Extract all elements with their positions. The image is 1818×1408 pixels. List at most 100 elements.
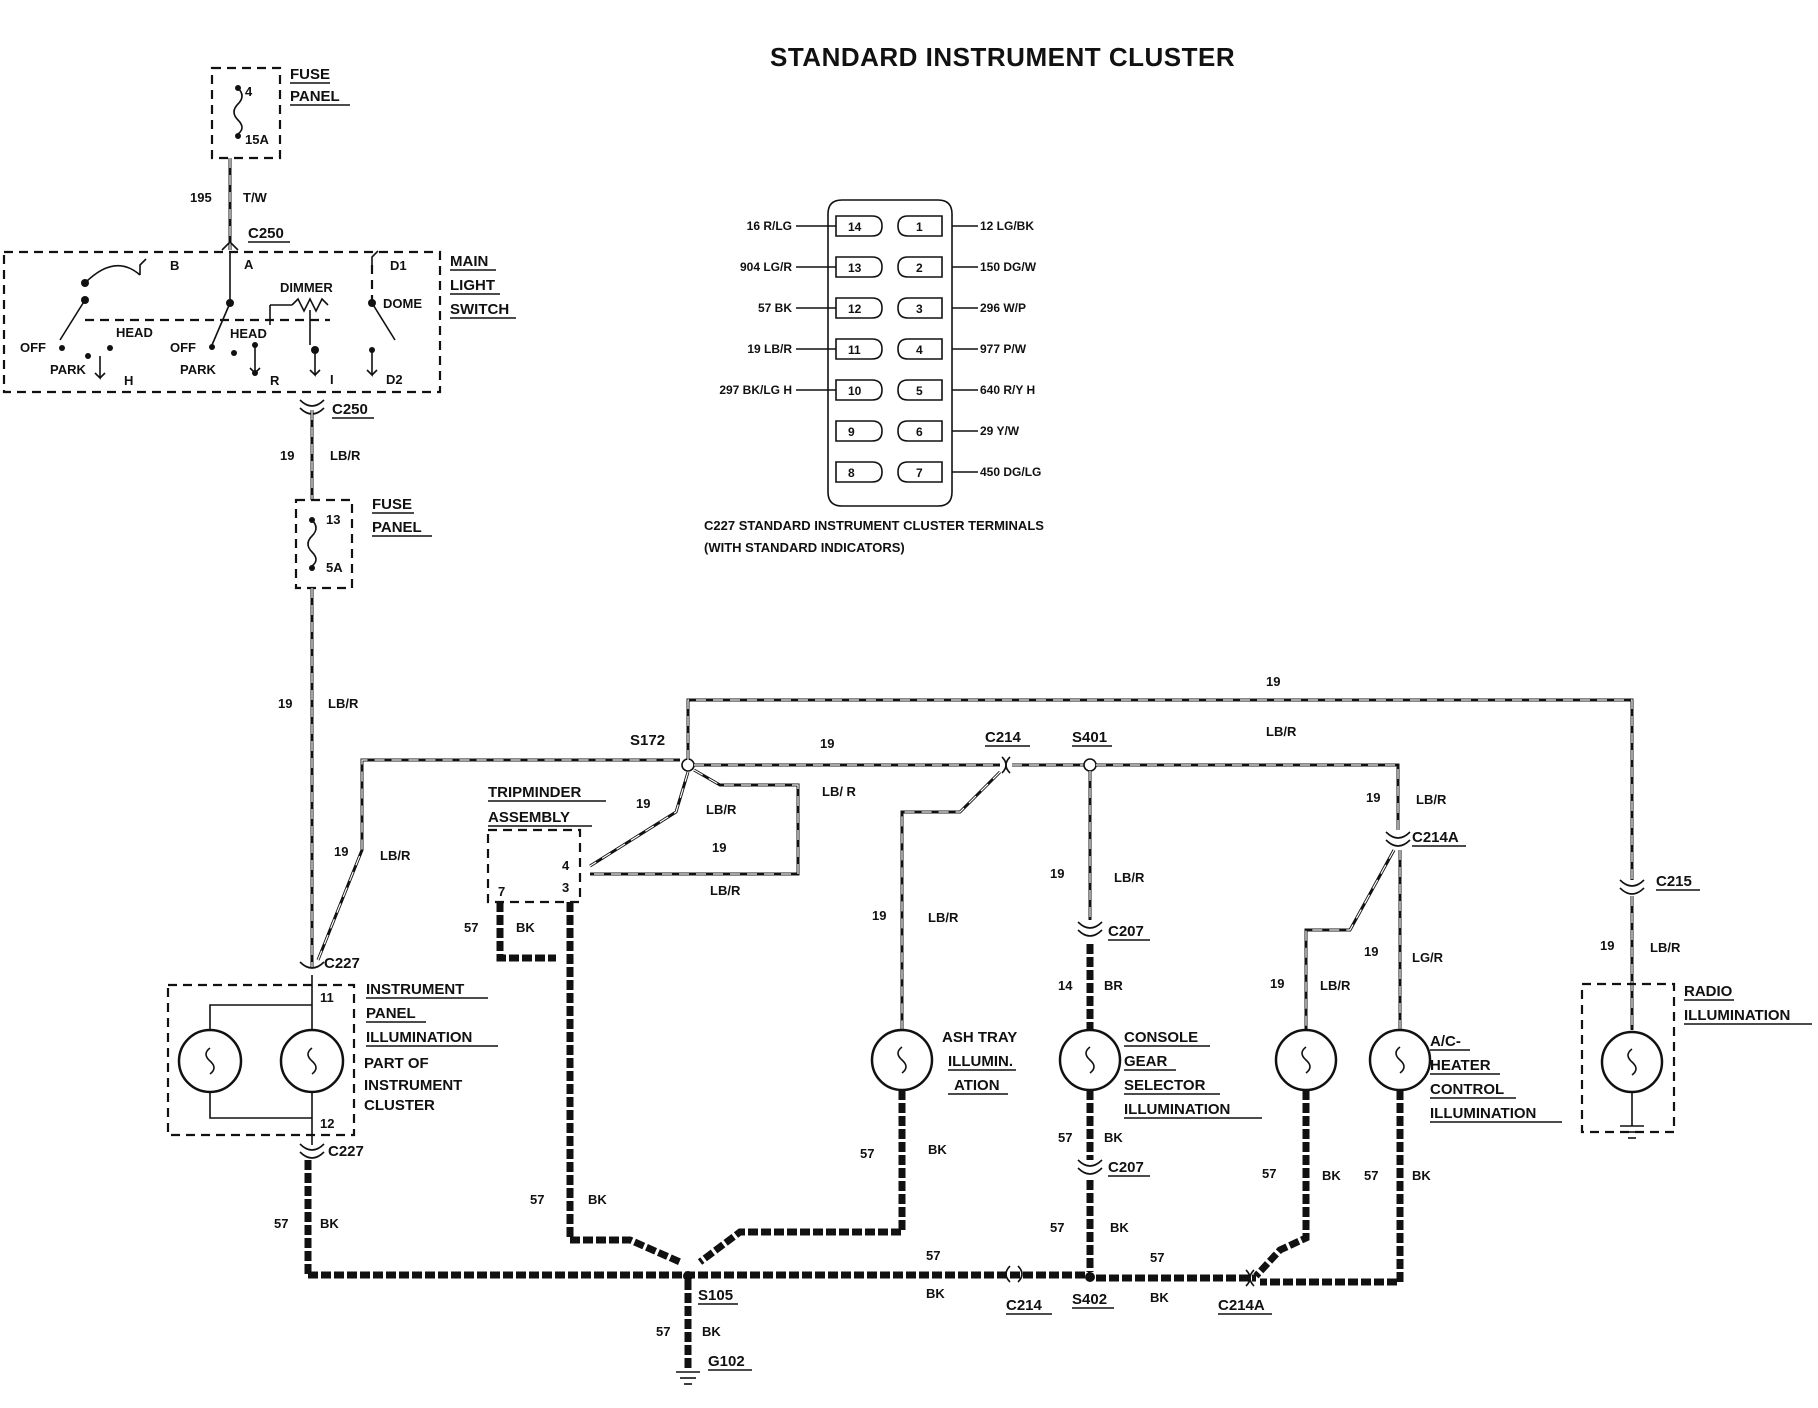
wire-57-bus2-color: BK	[1150, 1290, 1169, 1305]
wire-19-b-color: LB/R	[328, 696, 359, 711]
switch-off-center: OFF	[170, 340, 196, 355]
switch-label-3: SWITCH	[450, 301, 509, 318]
switch-head-left: HEAD	[116, 325, 153, 340]
c227-left-pin: 12	[848, 302, 862, 316]
c227-right-pin-cell	[897, 338, 943, 360]
c227-left-pin-cell	[835, 297, 883, 319]
ashtray-label-3: ATION	[954, 1077, 1000, 1094]
c227-left-pin: 10	[848, 384, 862, 398]
c227-left-pin-cell	[835, 215, 883, 237]
c227-left-pin: 13	[848, 261, 862, 275]
fuse-top-amp: 15A	[245, 132, 269, 147]
switch-park-center: PARK	[180, 362, 216, 377]
wire-19-top-num: 19	[1266, 674, 1280, 689]
c227-left-pin-cell	[835, 420, 883, 442]
tripminder-assembly: TRIPMINDER ASSEMBLY 4 3 7	[486, 784, 606, 904]
c227-right-wire-label: 12 LG/BK	[980, 219, 1034, 233]
wire-57-trip7-num: 57	[464, 920, 478, 935]
c227-left-wire-label: 904 LG/R	[740, 260, 792, 274]
term-r: R	[270, 373, 280, 388]
s402-label: S402	[1072, 1291, 1107, 1308]
tripminder-pin-3: 3	[562, 880, 569, 895]
ac-label: A/C- HEATER CONTROL ILLUMINATION	[1430, 1033, 1562, 1123]
wire-57-a-num: 57	[274, 1216, 288, 1231]
wire-57-trip7-color: BK	[516, 920, 535, 935]
c227-right-pin: 6	[916, 425, 923, 439]
switch-label-2: LIGHT	[450, 277, 495, 294]
ashtray-label: ASH TRAY ILLUMIN. ATION	[942, 1029, 1017, 1095]
c227-right-wire-label: 296 W/P	[980, 301, 1026, 315]
switch-dome-label: DOME	[383, 296, 422, 311]
wire-57-trip3-color: BK	[588, 1192, 607, 1207]
wire-57-a-color: BK	[320, 1216, 339, 1231]
switch-park-left: PARK	[50, 362, 86, 377]
wire-57-console-a-color: BK	[1104, 1130, 1123, 1145]
wire-195: 195 T/W	[190, 158, 268, 250]
wire-57-console-a-num: 57	[1058, 1130, 1072, 1145]
console-label-2: GEAR	[1124, 1053, 1168, 1070]
ac-label-2: HEATER	[1430, 1057, 1491, 1074]
switch-head-center: HEAD	[230, 326, 267, 341]
c214-top-label: C214	[985, 729, 1022, 746]
cluster-pin-11: 11	[320, 990, 334, 1005]
wire-57-console-b-color: BK	[1110, 1220, 1129, 1235]
c227-right-wire-label: 640 R/Y H	[980, 383, 1035, 397]
tripminder-label-2: ASSEMBLY	[488, 809, 570, 826]
cluster-label-1: INSTRUMENT	[366, 981, 464, 998]
wire-19-mid-color: LB/ R	[822, 784, 857, 799]
switch-label-1: MAIN	[450, 253, 488, 270]
s105-splice	[683, 1271, 693, 1281]
fuse-panel-top: 4 15A FUSE PANEL	[210, 66, 350, 160]
c227-right-pin-cell	[897, 215, 943, 237]
wire-19-trip-b-num: 19	[712, 840, 726, 855]
wire-57-console-b-num: 57	[1050, 1220, 1064, 1235]
c227-right-pin: 3	[916, 302, 923, 316]
c250-bottom-label: C250	[332, 401, 368, 418]
fuse-panel-mid: 13 5A FUSE PANEL	[294, 496, 432, 590]
wire-57-ash-color: BK	[928, 1142, 947, 1157]
cluster-label-2: PANEL	[366, 1005, 416, 1022]
cluster-part-3: CLUSTER	[364, 1097, 435, 1114]
c227-right-pin: 2	[916, 261, 923, 275]
wire-14-color: BR	[1104, 978, 1123, 993]
c227-left-pin: 8	[848, 466, 855, 480]
wire-19-trip-a-num: 19	[636, 796, 650, 811]
cluster-part-2: INSTRUMENT	[364, 1077, 462, 1094]
wire-57-ac-num: 57	[1364, 1168, 1378, 1183]
c227-right-pin-cell	[897, 256, 943, 278]
tripminder-pin-7: 7	[498, 884, 505, 899]
wire-57-ac-color: BK	[1412, 1168, 1431, 1183]
tripminder-label-1: TRIPMINDER	[488, 784, 582, 801]
radio-label-2: ILLUMINATION	[1684, 1007, 1790, 1024]
c227-left-wire-label: 57 BK	[758, 301, 792, 315]
wire-lgr: LG/R	[1412, 950, 1444, 965]
wire-19-console-num: 19	[1050, 866, 1064, 881]
wire-57-bus-color: BK	[926, 1286, 945, 1301]
wire-19-c-color: LB/R	[380, 848, 411, 863]
c227-right-wire-label: 977 P/W	[980, 342, 1027, 356]
c227-left-pin-cell	[835, 379, 883, 401]
wire-57-trip3-num: 57	[530, 1192, 544, 1207]
console-label: CONSOLE GEAR SELECTOR ILLUMINATION	[1124, 1029, 1262, 1119]
main-light-switch: MAIN LIGHT SWITCH B OFF HEAD PARK H A OF…	[2, 250, 516, 394]
c227-right-pin: 5	[916, 384, 923, 398]
wire-19-ash-num: 19	[872, 908, 886, 923]
c227-left-wire-label: 19 LB/R	[747, 342, 792, 356]
c227-right-wire-label: 29 Y/W	[980, 424, 1020, 438]
c227-right-pin: 1	[916, 220, 923, 234]
fuse-mid-amp: 5A	[326, 560, 343, 575]
wire-19-trip-b-color: LB/R	[710, 883, 741, 898]
switch-dimmer-label: DIMMER	[280, 280, 333, 295]
c207-bottom-label: C207	[1108, 1159, 1144, 1176]
wire-195-number: 195	[190, 190, 212, 205]
wire-19-radio-color: LB/R	[1650, 940, 1681, 955]
term-a: A	[244, 257, 254, 272]
term-b: B	[170, 258, 179, 273]
fuse-mid-number: 13	[326, 512, 340, 527]
wire-57-bus-num: 57	[926, 1248, 940, 1263]
wire-19-b-num: 19	[278, 696, 292, 711]
term-d1: D1	[390, 258, 407, 273]
c227-right-pin-cell	[897, 379, 943, 401]
wire-19-mid-num: 19	[820, 736, 834, 751]
